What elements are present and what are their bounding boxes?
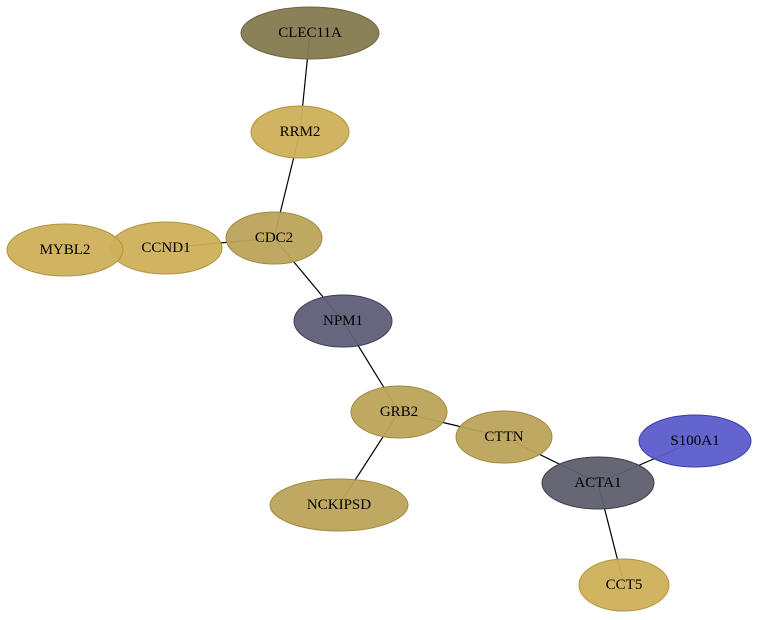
node-shape-acta1 [541,456,655,510]
node-label-cct5: CCT5 [606,577,643,593]
node-shape-nckipsd [269,478,409,532]
node-shape-rrm2 [250,105,350,159]
node-shape-cdc2 [225,211,323,265]
node-shape-npm1 [293,294,393,348]
node-cct5[interactable]: CCT5 [578,558,670,612]
node-shape-s100a1 [638,414,752,468]
node-shape-cttn [455,410,553,464]
node-shape-clec11a [240,6,380,60]
node-label-clec11a: CLEC11A [278,25,342,41]
node-grb2[interactable]: GRB2 [350,385,448,439]
node-clec11a[interactable]: CLEC11A [240,6,380,60]
node-cttn[interactable]: CTTN [455,410,553,464]
node-shape-mybl2 [6,223,124,277]
node-s100a1[interactable]: S100A1 [638,414,752,468]
node-ccnd1[interactable]: CCND1 [109,221,223,275]
node-label-grb2: GRB2 [380,404,418,420]
node-label-nckipsd: NCKIPSD [307,497,371,513]
node-label-cdc2: CDC2 [255,230,293,246]
node-cdc2[interactable]: CDC2 [225,211,323,265]
node-acta1[interactable]: ACTA1 [541,456,655,510]
node-shape-grb2 [350,385,448,439]
node-label-npm1: NPM1 [323,313,363,329]
node-label-s100a1: S100A1 [670,433,719,449]
node-label-ccnd1: CCND1 [141,240,190,256]
node-label-rrm2: RRM2 [280,124,321,140]
node-rrm2[interactable]: RRM2 [250,105,350,159]
node-label-mybl2: MYBL2 [40,242,91,258]
node-shape-cct5 [578,558,670,612]
node-label-cttn: CTTN [484,429,523,445]
node-npm1[interactable]: NPM1 [293,294,393,348]
node-mybl2[interactable]: MYBL2 [6,223,124,277]
node-label-acta1: ACTA1 [574,475,621,491]
node-nckipsd[interactable]: NCKIPSD [269,478,409,532]
